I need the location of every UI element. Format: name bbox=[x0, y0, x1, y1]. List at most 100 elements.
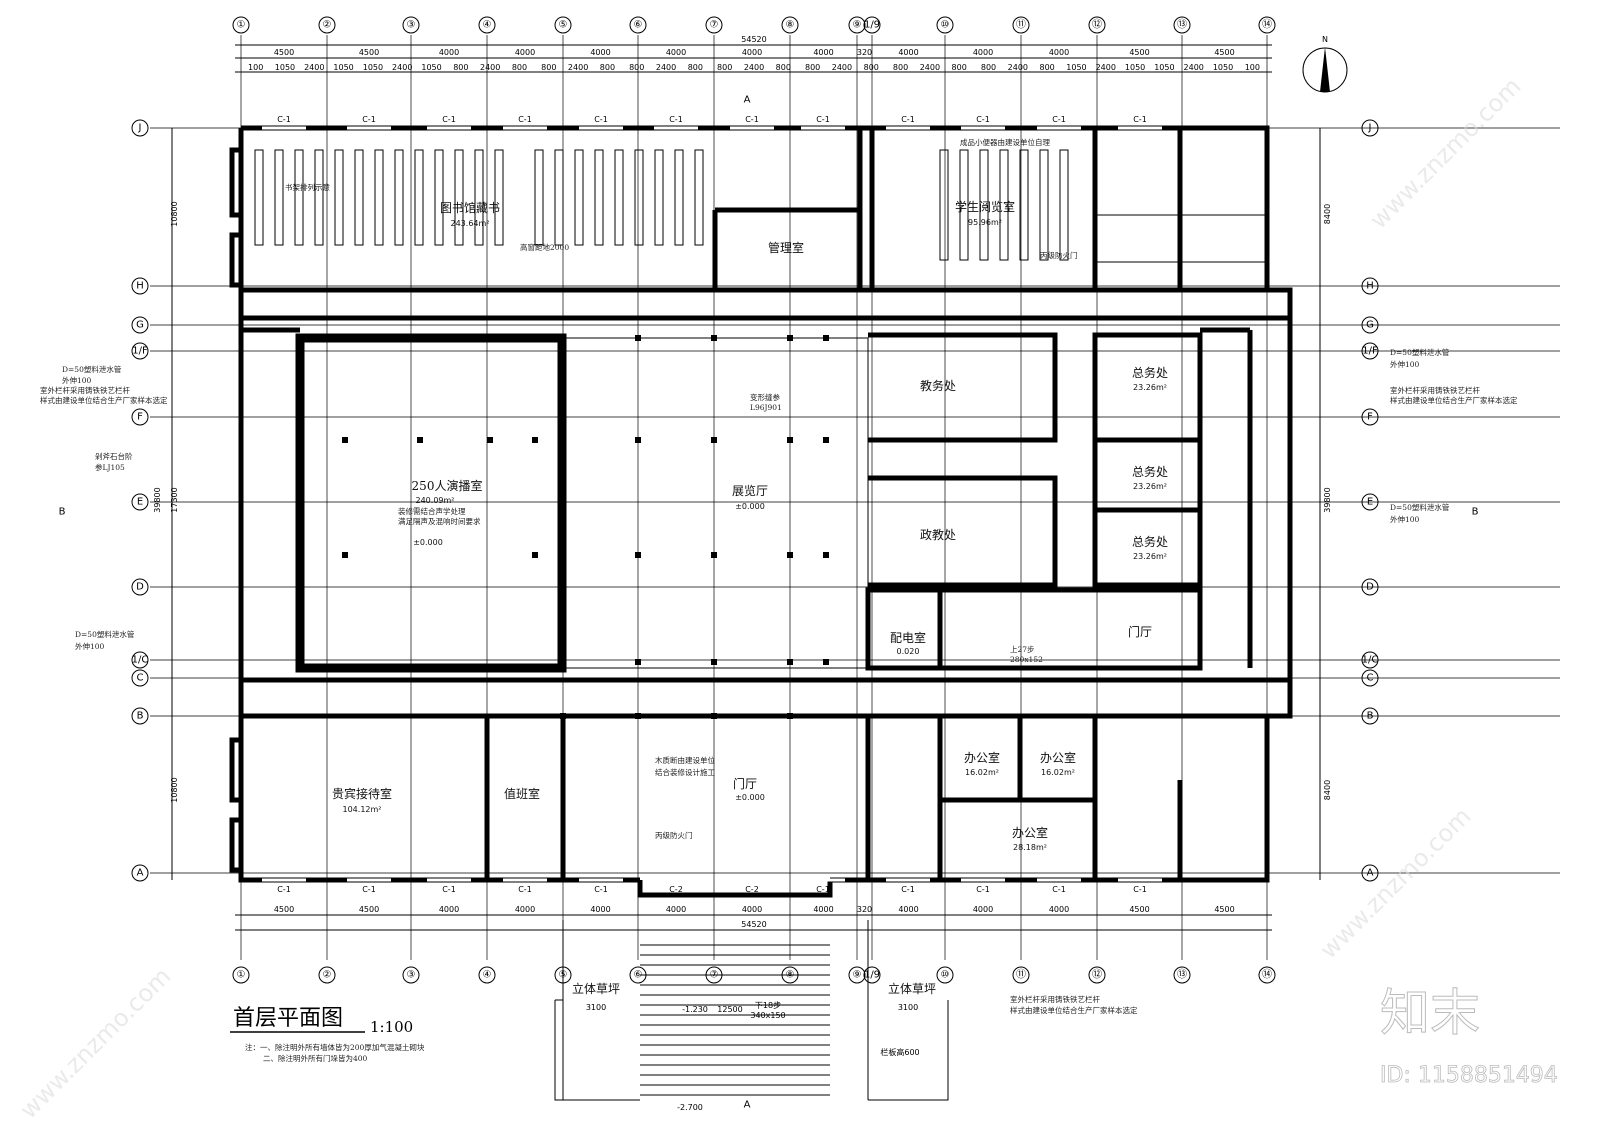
sub-dim: 2400 bbox=[656, 63, 676, 72]
sub-dim: 1050 bbox=[1125, 63, 1145, 72]
studio-note-2: 满足隔声及混响时间要求 bbox=[398, 516, 481, 526]
axis-label: ⑪ bbox=[1016, 969, 1026, 981]
rail-right-2: 样式由建设单位结合生产厂家样本选定 bbox=[1390, 395, 1518, 405]
axis-label: 1/9 bbox=[864, 20, 880, 31]
bay-dim: 320 bbox=[857, 48, 872, 57]
window-label: C-1 bbox=[1052, 115, 1066, 124]
sub-dim: 1050 bbox=[363, 63, 383, 72]
axis-label: H bbox=[1366, 281, 1374, 292]
walls bbox=[229, 125, 1293, 1101]
axis-bubble: C bbox=[1361, 669, 1379, 687]
sub-dim: 800 bbox=[952, 63, 967, 72]
shelf-note: 书架排列示意 bbox=[285, 182, 330, 192]
drain-right-b2: 外伸100 bbox=[1390, 514, 1420, 524]
lobby-note-2: 结合装修设计施工 bbox=[655, 767, 715, 777]
columns bbox=[342, 335, 829, 719]
room-library: 图书馆藏书 bbox=[440, 200, 500, 215]
axis-bubble: 1/9 bbox=[863, 966, 881, 984]
bay-dim: 4000 bbox=[590, 48, 610, 57]
sub-dim: 800 bbox=[453, 63, 468, 72]
steps-dim: 340x150 bbox=[750, 1011, 785, 1020]
axis-bubble: ⑭ bbox=[1258, 966, 1276, 984]
column bbox=[787, 437, 793, 443]
axis-bubble: ⑩ bbox=[936, 966, 954, 984]
room-office-2-area: 16.02m² bbox=[1041, 768, 1075, 777]
window-label: C-1 bbox=[594, 115, 608, 124]
lobby-note-1: 木质断由建设单位 bbox=[655, 755, 715, 765]
axis-label: ⑫ bbox=[1092, 19, 1102, 31]
window-label: C-1 bbox=[816, 885, 830, 894]
column bbox=[823, 335, 829, 341]
axis-label: ① bbox=[237, 20, 246, 31]
room-academic: 教务处 bbox=[920, 378, 956, 393]
bookshelf bbox=[1059, 149, 1069, 261]
room-library-area: 243.64m² bbox=[451, 219, 490, 228]
bookshelf bbox=[274, 149, 284, 246]
sub-dim: 2400 bbox=[1184, 63, 1204, 72]
axis-label: ⑩ bbox=[941, 970, 950, 981]
side-dim: 10800 bbox=[170, 777, 179, 802]
section-b-left: B bbox=[59, 507, 66, 518]
axis-bubble: ④ bbox=[478, 16, 496, 34]
bookshelf bbox=[254, 149, 264, 246]
axis-label: 1/9 bbox=[864, 970, 880, 981]
drain-left-b: D=50塑料泄水管 bbox=[75, 629, 135, 639]
sub-dim: 2400 bbox=[744, 63, 764, 72]
axis-bubble: C bbox=[131, 669, 149, 687]
axis-bubble: ③ bbox=[402, 966, 420, 984]
window-label: C-1 bbox=[442, 115, 456, 124]
window-label: C-1 bbox=[518, 115, 532, 124]
axis-label: ③ bbox=[407, 970, 416, 981]
north-label: N bbox=[1322, 35, 1328, 44]
bay-dim: 4000 bbox=[742, 48, 762, 57]
axis-bubble: E bbox=[1361, 493, 1379, 511]
axis-bubble: ⑭ bbox=[1258, 16, 1276, 34]
axis-bubble: F bbox=[1361, 408, 1379, 426]
axis-bubble: ⑧ bbox=[781, 16, 799, 34]
axis-label: ⑨ bbox=[853, 20, 862, 31]
column bbox=[787, 659, 793, 665]
axis-bubble: ⑫ bbox=[1088, 966, 1106, 984]
axis-label: ⑬ bbox=[1177, 969, 1187, 981]
axis-label: ④ bbox=[483, 20, 492, 31]
axis-label: ⑭ bbox=[1262, 969, 1272, 981]
sub-dim: 2400 bbox=[832, 63, 852, 72]
room-vip: 贵宾接待室 bbox=[332, 786, 392, 801]
sub-dim: 1050 bbox=[1066, 63, 1086, 72]
window-label: C-1 bbox=[669, 115, 683, 124]
bookshelf bbox=[574, 149, 584, 246]
axis-label: B bbox=[137, 711, 144, 722]
section-a-bottom: A bbox=[744, 1100, 751, 1111]
room-labels: 图书馆藏书 243.64m² 书架排列示意 高窗距地2000 管理室 学生阅览室… bbox=[285, 137, 1168, 852]
sub-dim: 800 bbox=[805, 63, 820, 72]
sub-dim: 800 bbox=[717, 63, 732, 72]
note-2: 二、除注明外所有门垛皆为400 bbox=[263, 1053, 368, 1063]
window-label: C-2 bbox=[669, 885, 683, 894]
axis-label: F bbox=[1367, 412, 1373, 423]
bookshelf bbox=[634, 149, 644, 246]
axis-bubble: ② bbox=[318, 16, 336, 34]
room-manager: 管理室 bbox=[768, 240, 804, 255]
north-arrow: N bbox=[1302, 35, 1348, 93]
front-level: -1.230 bbox=[682, 1005, 708, 1014]
axis-label: 1/C bbox=[1362, 655, 1379, 666]
column bbox=[532, 437, 538, 443]
column bbox=[532, 552, 538, 558]
window-label: C-1 bbox=[594, 885, 608, 894]
column bbox=[635, 713, 641, 719]
overall-width: 54520 bbox=[741, 920, 766, 929]
bookshelves bbox=[254, 149, 1069, 261]
bookshelf bbox=[334, 149, 344, 246]
sub-dim: 800 bbox=[864, 63, 879, 72]
window-label: C-1 bbox=[277, 885, 291, 894]
overall-depth: 39800 bbox=[153, 487, 162, 512]
bay-dim: 4000 bbox=[590, 905, 610, 914]
bay-dim: 4000 bbox=[898, 48, 918, 57]
room-general-1-area: 23.26m² bbox=[1133, 383, 1167, 392]
column bbox=[560, 713, 566, 719]
room-general-3-area: 23.26m² bbox=[1133, 552, 1167, 561]
bay-dim: 4000 bbox=[742, 905, 762, 914]
sub-dim: 1050 bbox=[333, 63, 353, 72]
axis-label: J bbox=[1368, 123, 1372, 134]
